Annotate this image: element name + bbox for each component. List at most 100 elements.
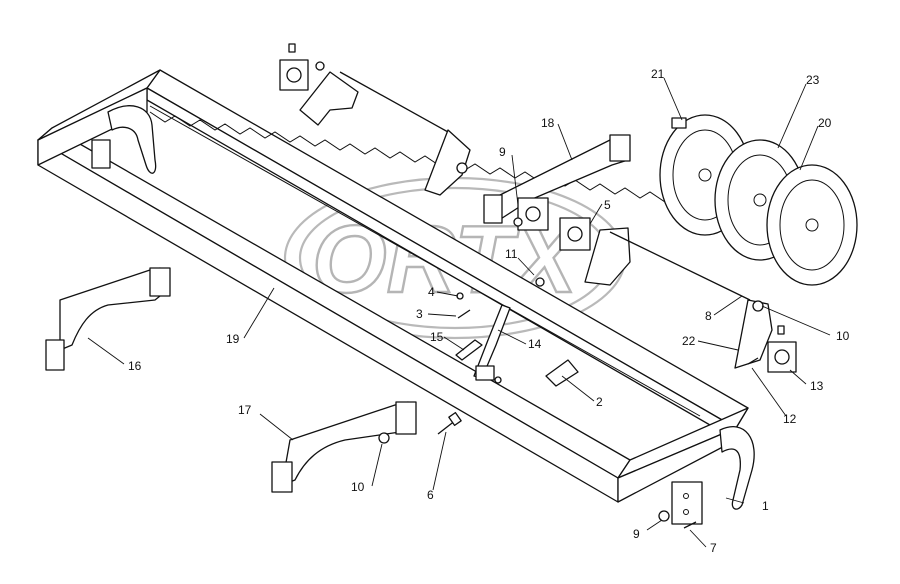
wheel-20-disc (779, 179, 845, 271)
nut-center (494, 376, 502, 384)
clamp-14 (475, 365, 495, 381)
leader-19 (243, 287, 275, 339)
callout-17: 17 (238, 403, 252, 417)
plate-22 (734, 299, 773, 369)
leader-9a (511, 154, 519, 206)
bracket-16 (45, 267, 171, 371)
callout-13: 13 (810, 379, 824, 393)
bearing-assembly (513, 197, 631, 287)
callout-18: 18 (541, 116, 555, 130)
bracket-16-foot (45, 339, 65, 371)
leader-20 (799, 125, 819, 171)
bearing-5 (567, 226, 583, 242)
bolt-6 (378, 411, 462, 444)
leader-13 (789, 369, 807, 385)
left-tine (107, 105, 157, 174)
leader-17 (259, 413, 294, 441)
wheel-20-rim (766, 164, 858, 286)
bolt-6-head (448, 411, 462, 427)
scraper-bar-edge (149, 105, 701, 417)
center-parts (455, 292, 579, 387)
callout-7: 7 (710, 541, 717, 555)
callout-20: 20 (818, 116, 832, 130)
bracket-17-head (395, 401, 417, 435)
callout-14: 14 (528, 337, 542, 351)
left-tine-plate (91, 139, 111, 169)
right-tine-plate (671, 481, 703, 525)
wheel-20 (766, 164, 858, 286)
bracket-17-body (281, 401, 413, 486)
bracket-18-head (609, 134, 631, 162)
bolt-3 (457, 309, 471, 319)
upper-left-bearing (279, 43, 359, 126)
shaft-upper (339, 71, 449, 133)
leader-10b (371, 443, 383, 487)
grease-nipple-upper (288, 43, 296, 53)
callout-5: 5 (604, 198, 611, 212)
callout-12: 12 (783, 412, 797, 426)
callout-labels: 1 2 3 4 5 6 7 8 9 9 10 10 11 12 13 14 15… (128, 67, 850, 555)
packer-wheels (659, 114, 858, 286)
leader-14 (497, 329, 527, 345)
wheel-20-hub (805, 218, 819, 232)
plate-11 (584, 227, 631, 286)
clip-2 (545, 359, 579, 387)
callout-19: 19 (226, 332, 240, 346)
leader-23 (777, 83, 807, 149)
callout-2: 2 (596, 395, 603, 409)
callout-16: 16 (128, 359, 142, 373)
callout-23: 23 (806, 73, 820, 87)
nut-11 (535, 277, 545, 287)
callout-10-lower: 10 (351, 480, 365, 494)
middle-plate (424, 129, 471, 196)
bar-14 (473, 304, 511, 379)
leader-7 (689, 529, 707, 548)
leader-5 (589, 203, 603, 225)
plate-15 (455, 339, 483, 361)
bracket-17 (271, 401, 417, 493)
leader-21 (663, 77, 683, 121)
callout-10-right: 10 (836, 329, 850, 343)
wheel-23-hub (753, 193, 767, 207)
callout-3: 3 (416, 307, 423, 321)
leader-22 (697, 340, 739, 351)
callout-11: 11 (505, 247, 518, 261)
callout-4: 4 (428, 285, 435, 299)
leader-18 (557, 123, 573, 161)
leader-3 (427, 313, 457, 317)
leader-8 (713, 295, 743, 316)
leader-9b (646, 519, 663, 531)
right-plate-hole (683, 493, 689, 499)
middle-bracket (424, 129, 471, 196)
callout-9-upper: 9 (499, 145, 506, 159)
leader-10a (761, 305, 831, 336)
bearing-9 (525, 206, 541, 222)
callout-9-lower: 9 (633, 527, 640, 541)
right-plate-hole-2 (683, 509, 689, 515)
callout-21: 21 (651, 67, 665, 81)
bracket-18-foot (483, 194, 503, 224)
right-bearing (734, 299, 797, 373)
nut-10-lower (378, 432, 390, 444)
nut-10-right (752, 300, 764, 312)
callout-6: 6 (427, 488, 434, 502)
bearing-13 (774, 349, 790, 365)
leader-lines (87, 77, 831, 548)
leader-16 (87, 337, 125, 365)
right-tine (719, 426, 755, 510)
middle-bearing (456, 162, 468, 174)
callout-22: 22 (682, 334, 696, 348)
bracket-17-foot (271, 461, 293, 493)
lower-right-hardware (658, 510, 697, 529)
nut-9-lower (658, 510, 670, 522)
left-bracket (91, 105, 157, 174)
right-bracket (671, 426, 755, 525)
leader-15 (443, 336, 465, 351)
nut-upper (315, 61, 325, 71)
plate-upper (299, 71, 359, 126)
wheel-hub-stub (671, 117, 687, 129)
pin-12 (747, 357, 759, 365)
shaft-8 (609, 231, 751, 301)
